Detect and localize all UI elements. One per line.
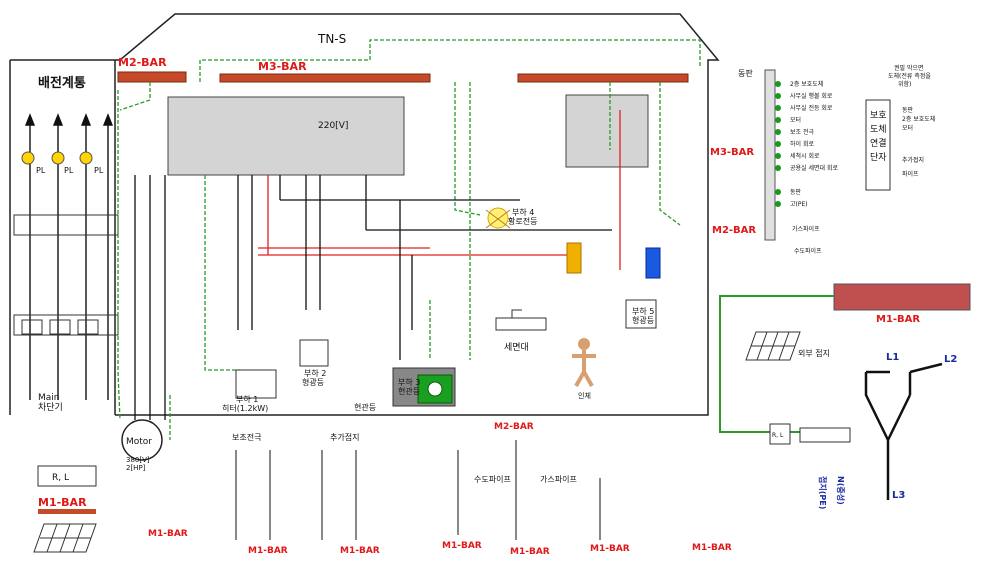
rp-copper-bar-vertical bbox=[764, 69, 776, 241]
human-figure bbox=[572, 338, 596, 387]
load-heater-box bbox=[235, 369, 277, 399]
left-phase-wiring bbox=[24, 113, 114, 400]
svg-text:M1-BAR: M1-BAR bbox=[590, 544, 630, 554]
rp-external-ground: 외부 접지 bbox=[798, 348, 830, 358]
gfci-blue bbox=[645, 247, 661, 279]
extra-ground-label: 추가접지 bbox=[330, 432, 359, 442]
m1-bar-label-left: M1-BAR bbox=[38, 496, 87, 509]
bottom-ground-bars: M1-BAR M1-BAR M1-BAR M1-BAR M1-BAR M1-BA… bbox=[148, 422, 732, 557]
ground-electrode-lines bbox=[235, 440, 601, 540]
load-lamp2-box bbox=[299, 339, 329, 367]
svg-text:M1-BAR: M1-BAR bbox=[148, 529, 188, 539]
gfci-yellow bbox=[566, 242, 582, 274]
rl-box-left bbox=[37, 465, 97, 487]
svg-text:M1-BAR: M1-BAR bbox=[692, 543, 732, 553]
svg-text:M1-BAR: M1-BAR bbox=[340, 546, 380, 556]
m3-bar-label: M3-BAR bbox=[258, 60, 307, 73]
washstand bbox=[495, 309, 547, 331]
rp-gas-pipe: 가스파이프 bbox=[792, 225, 820, 233]
svg-text:PL: PL bbox=[36, 166, 46, 175]
m2-bar bbox=[117, 71, 187, 83]
svg-text:추가접지: 추가접지 bbox=[902, 156, 924, 164]
rp-pe-label: 접지(PE) bbox=[818, 476, 828, 509]
house-outline bbox=[9, 13, 720, 416]
svg-text:고(PE): 고(PE) bbox=[790, 201, 808, 208]
human-label: 인체 bbox=[578, 391, 591, 400]
svg-text:PL: PL bbox=[64, 166, 74, 175]
rp-green-taps bbox=[775, 81, 781, 207]
svg-text:사무실 행볼 회로: 사무실 행볼 회로 bbox=[790, 92, 833, 100]
load-lamp5-box bbox=[625, 299, 657, 329]
pilot-lamps: PL PL PL bbox=[21, 151, 104, 175]
svg-text:M1-BAR: M1-BAR bbox=[442, 541, 482, 551]
svg-text:M1-BAR: M1-BAR bbox=[510, 547, 550, 557]
rp-green-main bbox=[719, 295, 834, 433]
line-conductors bbox=[258, 110, 621, 270]
distribution-box bbox=[167, 96, 405, 176]
svg-text:사무실 전등 회로: 사무실 전등 회로 bbox=[790, 104, 833, 112]
sub-distribution-box bbox=[565, 94, 649, 168]
rp-l2: L2 bbox=[944, 354, 957, 365]
motor bbox=[121, 419, 163, 461]
svg-text:PL: PL bbox=[94, 166, 104, 175]
svg-text:M1-BAR: M1-BAR bbox=[248, 546, 288, 556]
m2-bar-label: M2-BAR bbox=[118, 56, 167, 69]
svg-text:동판: 동판 bbox=[902, 106, 914, 114]
washstand-label: 세면대 bbox=[504, 342, 529, 353]
pe-wiring bbox=[117, 39, 701, 440]
system-type: TN-S bbox=[317, 32, 346, 46]
motor-spec: 380[V]2[HP] bbox=[126, 456, 150, 472]
rp-m2-label: M2-BAR bbox=[712, 225, 756, 236]
rp-dongpan: 동판 bbox=[738, 69, 753, 78]
rp-m3-label: M3-BAR bbox=[710, 147, 754, 158]
rp-l1: L1 bbox=[886, 352, 899, 363]
load-light4 bbox=[485, 207, 511, 229]
m3-bar bbox=[219, 73, 431, 83]
rp-item-list: 2층 보호도체 사무실 행볼 회로 사무실 전등 회로 모터 보조 전극 하이 … bbox=[790, 80, 838, 208]
svg-text:모터: 모터 bbox=[902, 124, 913, 132]
rp-water-pipe: 수도파이프 bbox=[794, 247, 822, 255]
svg-text:파이프: 파이프 bbox=[902, 170, 919, 178]
rp-terminal-block bbox=[865, 99, 891, 191]
rp-terminal-strip bbox=[799, 427, 851, 443]
rp-rl-box bbox=[769, 423, 791, 445]
svg-text:동판: 동판 bbox=[790, 188, 802, 196]
entrance-lamp-label: 현관등 bbox=[354, 402, 376, 412]
svg-text:R, L: R, L bbox=[772, 432, 784, 439]
svg-text:세척시 회로: 세척시 회로 bbox=[790, 152, 820, 160]
rp-m1-label: M1-BAR bbox=[876, 314, 920, 325]
ground-grid-left bbox=[33, 523, 97, 553]
rp-m1-busbar bbox=[833, 283, 971, 311]
three-phase-symbol bbox=[864, 362, 943, 500]
svg-text:R, L: R, L bbox=[52, 473, 69, 483]
rp-terminal-items: 동판 2층 보호도체 모터 추가접지 파이프 bbox=[902, 106, 935, 178]
svg-text:모터: 모터 bbox=[790, 116, 801, 124]
svg-text:보조 전극: 보조 전극 bbox=[790, 128, 814, 136]
neutral-wiring bbox=[134, 175, 612, 420]
svg-text:하이 회로: 하이 회로 bbox=[790, 140, 814, 148]
motor-label: Motor bbox=[126, 437, 152, 447]
rp-n-label: N(중성) bbox=[836, 476, 846, 505]
rp-l3: L3 bbox=[892, 490, 905, 501]
voltage-label: 220[V] bbox=[318, 121, 348, 131]
svg-text:M2-BAR: M2-BAR bbox=[494, 422, 534, 432]
aux-electrode-label: 보조전극 bbox=[232, 432, 261, 442]
svg-text:2층 보호도체: 2층 보호도체 bbox=[790, 80, 823, 88]
gas-pipe-label: 가스파이프 bbox=[540, 474, 577, 484]
svg-text:2층 보호도체: 2층 보호도체 bbox=[902, 115, 935, 123]
water-pipe-label: 수도파이프 bbox=[474, 474, 511, 484]
svg-text:공용실 세면대 회로: 공용실 세면대 회로 bbox=[790, 164, 838, 172]
panel-title: 배전계통 bbox=[38, 75, 86, 91]
m3-bar-right bbox=[517, 73, 689, 83]
rp-ground-grid bbox=[745, 331, 801, 361]
